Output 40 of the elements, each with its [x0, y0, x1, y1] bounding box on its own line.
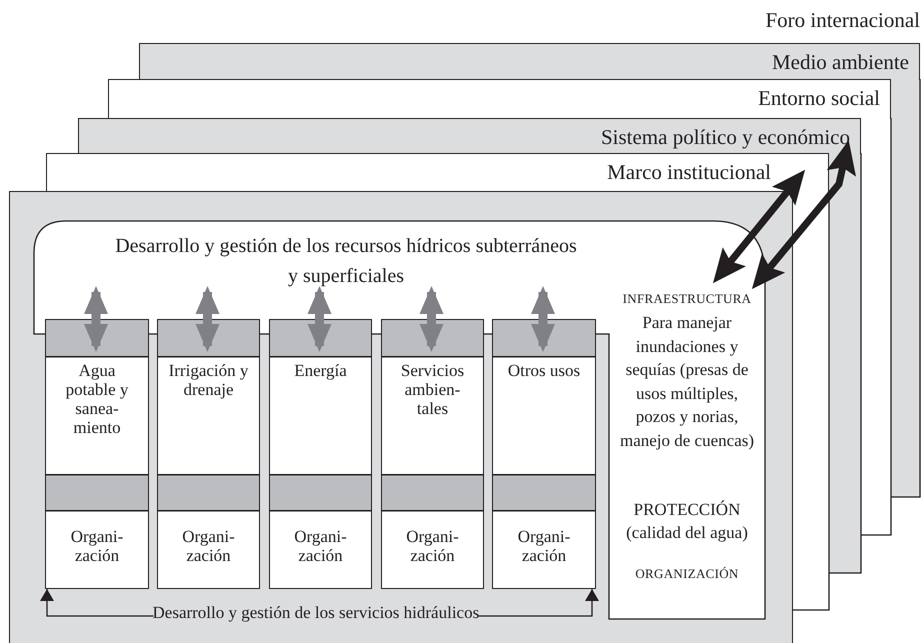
- layer-title: Medio ambiente: [772, 49, 909, 75]
- bottom-caption: Desarrollo y gestión de los servicios hidráulicos: [152, 602, 480, 624]
- use-column: [157, 319, 260, 589]
- sheet-panel: [9, 191, 793, 643]
- column-text: Organi- zación: [405, 527, 460, 565]
- layer-sheet: [46, 153, 829, 192]
- double-arrow: [84, 286, 108, 352]
- double-arrow: [196, 286, 220, 352]
- panel-heading: Desarrollo y gestión de los recursos hídricos subterráneos y superficiales: [114, 234, 578, 289]
- layer-sheet: [108, 79, 891, 119]
- layer-sheet: [139, 43, 920, 80]
- layer-title: Sistema político y económico: [600, 124, 850, 150]
- layer-title: Marco institucional: [607, 159, 771, 185]
- use-title: Servicios ambien- tales: [400, 361, 466, 418]
- layer-title: Foro internacional: [765, 8, 920, 33]
- column-text: Organi- zación: [70, 527, 124, 565]
- section-text: Para manejar inundaciones y sequías (presas de usos múltiples, pozos y norias, manejo de cuencas): [618, 312, 756, 452]
- double-arrow: [712, 170, 806, 284]
- use-title: Irrigación y drenaje: [168, 361, 250, 399]
- use-column: [269, 319, 372, 589]
- layer-title: Entorno social: [758, 85, 880, 111]
- bracket-arrow: [478, 589, 599, 617]
- column-text: Organi- zación: [293, 527, 348, 565]
- double-arrow: [752, 140, 856, 290]
- column-text: Organi- zación: [181, 527, 236, 565]
- column-text: Organi- zación: [516, 527, 572, 565]
- use-title: Otros usos: [506, 361, 582, 380]
- bracket-arrow: [40, 589, 154, 617]
- double-arrow: [420, 286, 444, 352]
- double-arrow: [531, 286, 555, 352]
- section-text: PROTECCIÓN (calidad del agua): [625, 499, 749, 544]
- use-column: [45, 319, 149, 589]
- use-title: Energía: [293, 361, 348, 380]
- use-title: Agua potable y sanea- miento: [64, 361, 130, 437]
- double-arrow: [308, 286, 332, 352]
- layer-sheet: [78, 118, 861, 154]
- section-heading: ORGANIZACIÓN: [634, 566, 740, 582]
- use-column: [492, 319, 596, 589]
- use-column: [381, 319, 484, 589]
- section-heading: INFRAESTRUCTURA: [622, 291, 752, 307]
